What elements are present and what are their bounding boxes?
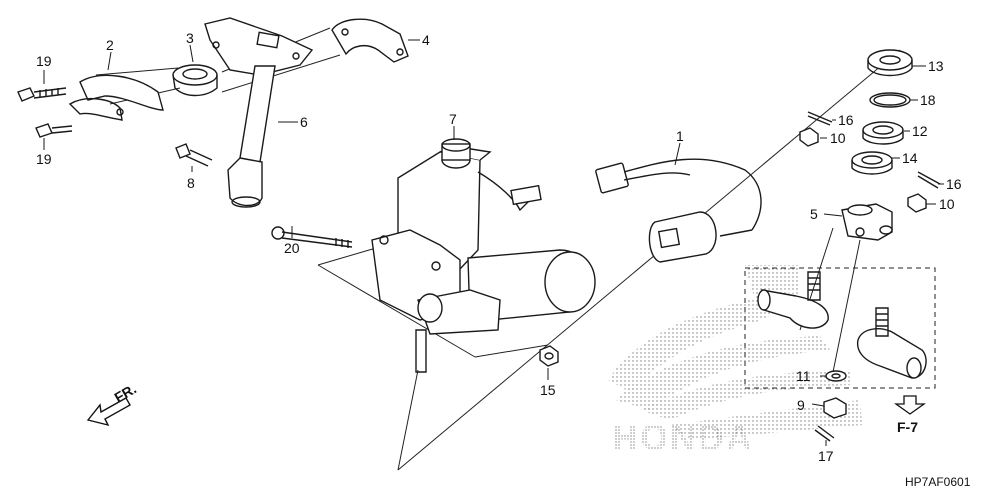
castle-nut-9	[823, 397, 847, 419]
callout-1: 1	[676, 128, 684, 144]
nut-15	[539, 345, 559, 367]
cotter-pin-16-upper	[807, 111, 833, 126]
callout-14: 14	[902, 150, 918, 166]
seal-13	[867, 49, 913, 77]
nut-10-lower	[907, 193, 927, 213]
callout-13: 13	[928, 58, 944, 74]
f7-dashed-box	[744, 267, 936, 389]
tie-rod-end-right	[856, 307, 927, 379]
honda-wing-watermark	[608, 265, 862, 440]
callout-15: 15	[540, 382, 556, 398]
front-label: FR.	[112, 380, 140, 405]
bushing-3	[172, 64, 218, 97]
callout-10-upper: 10	[830, 130, 846, 146]
callout-10-lower: 10	[939, 196, 955, 212]
nut-10-upper	[799, 127, 819, 147]
callout-19-upper: 19	[36, 53, 52, 69]
callout-labels: 1 2 3 4 5 6 7 8 9 10 10 11 12 13 14 15 1…	[36, 30, 962, 464]
steering-shaft-6	[204, 17, 314, 208]
leader-lines	[43, 39, 944, 446]
callout-19-lower: 19	[36, 151, 52, 167]
bearing-12	[862, 121, 904, 145]
seal-14	[851, 151, 893, 175]
cotter-pin-17	[814, 425, 835, 442]
steering-arm-5	[841, 203, 893, 241]
bracket-2	[68, 74, 164, 121]
bolt-8	[175, 143, 213, 167]
cover-4	[331, 18, 409, 63]
callout-17: 17	[818, 448, 834, 464]
washer-11	[825, 370, 847, 382]
circlip-18	[869, 92, 911, 108]
eps-unit-7	[371, 138, 596, 373]
bolt-20	[271, 226, 353, 248]
callout-9: 9	[797, 397, 805, 413]
reference-arrow: F-7	[893, 395, 927, 435]
callout-5: 5	[810, 206, 818, 222]
callout-18: 18	[920, 92, 936, 108]
callout-16-lower: 16	[946, 176, 962, 192]
callout-2: 2	[106, 37, 114, 53]
bolt-19-lower	[35, 123, 73, 138]
callout-4: 4	[422, 32, 430, 48]
assembly-lines	[95, 27, 901, 471]
reference-label: F-7	[897, 419, 918, 435]
front-direction-arrow: FR.	[86, 380, 140, 427]
tie-rod-end-left	[757, 271, 829, 329]
callout-3: 3	[186, 30, 194, 46]
callout-16-upper: 16	[838, 112, 854, 128]
callout-7: 7	[449, 111, 457, 127]
callout-12: 12	[912, 123, 928, 139]
cotter-pin-16-lower	[917, 171, 941, 189]
bolt-19-upper	[17, 87, 67, 102]
callout-20: 20	[284, 240, 300, 256]
callout-6: 6	[300, 114, 308, 130]
diagram-code: HP7AF0601	[905, 475, 971, 489]
callout-8: 8	[187, 175, 195, 191]
harness-1	[595, 158, 762, 263]
honda-watermark-text: HONDA	[612, 417, 754, 458]
callout-11: 11	[796, 368, 811, 384]
